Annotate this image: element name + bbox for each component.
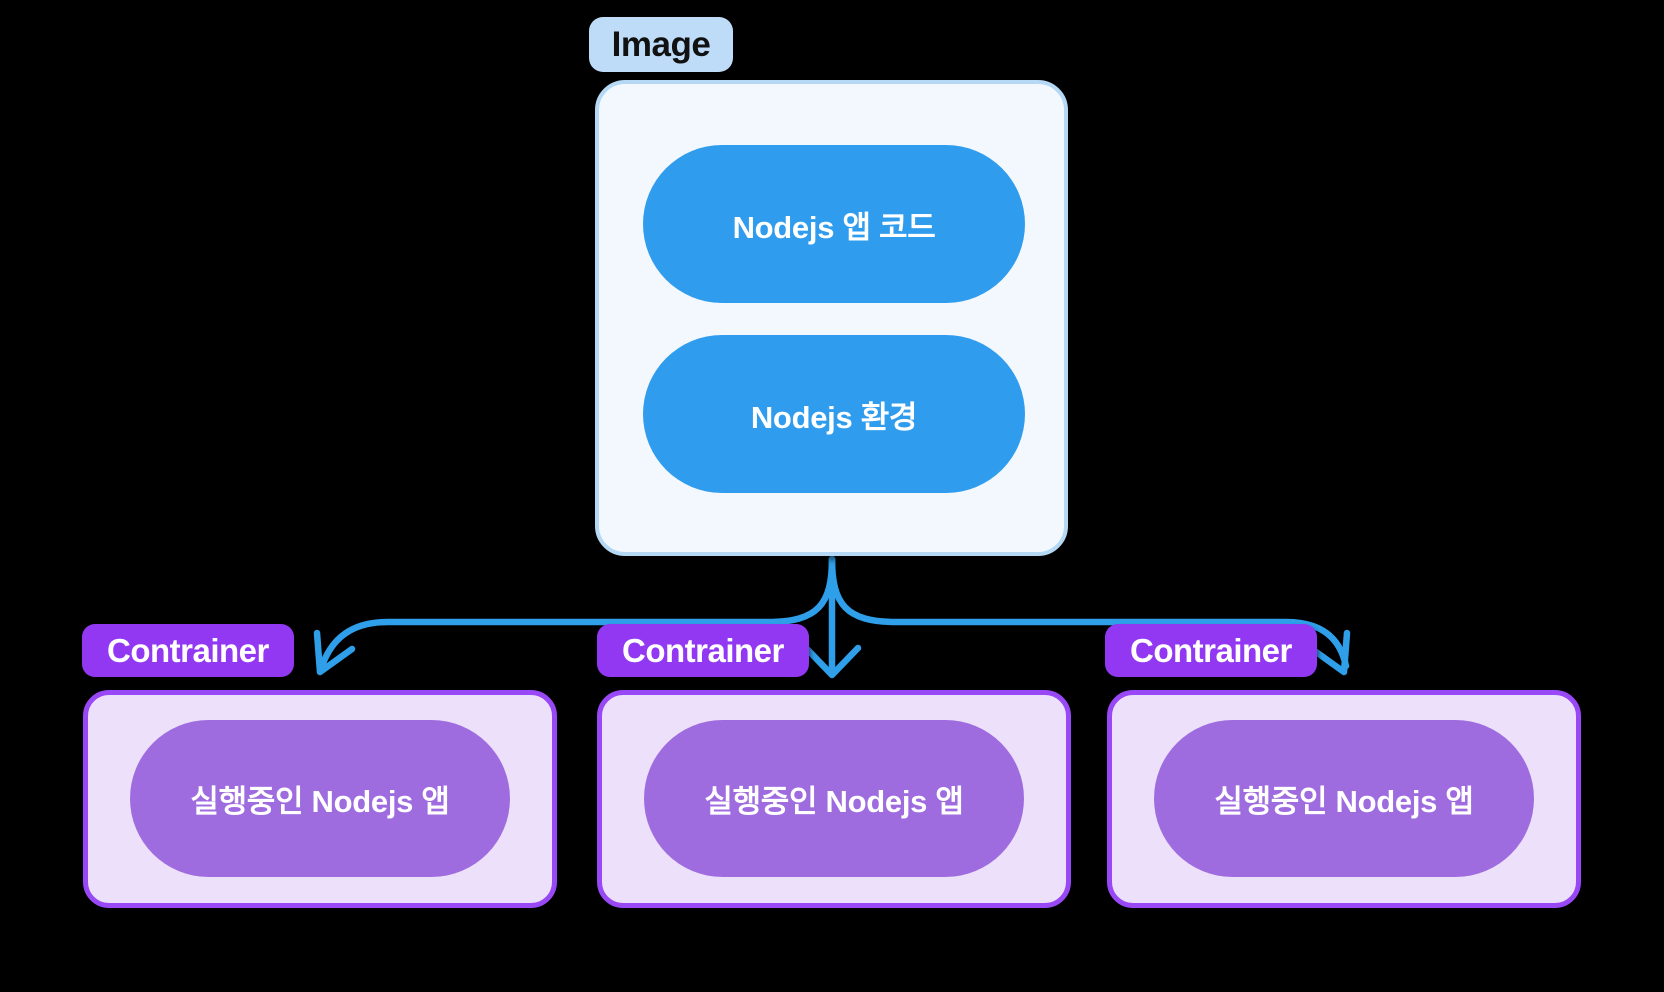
container-box: 실행중인 Nodejs 앱: [1107, 690, 1581, 908]
container-label: Contrainer: [597, 624, 809, 677]
container-box: 실행중인 Nodejs 앱: [83, 690, 557, 908]
container-label: Contrainer: [82, 624, 294, 677]
nodejs-env-pill: Nodejs 환경: [643, 335, 1025, 493]
running-app-pill: 실행중인 Nodejs 앱: [644, 720, 1024, 877]
nodejs-app-code-pill: Nodejs 앱 코드: [643, 145, 1025, 303]
arrow-to-middle-container: [802, 555, 862, 679]
running-app-pill: 실행중인 Nodejs 앱: [1154, 720, 1534, 877]
container-label: Contrainer: [1105, 624, 1317, 677]
container-box: 실행중인 Nodejs 앱: [597, 690, 1071, 908]
running-app-pill: 실행중인 Nodejs 앱: [130, 720, 510, 877]
image-box: Nodejs 앱 코드 Nodejs 환경: [595, 80, 1068, 556]
image-label: Image: [589, 17, 733, 72]
